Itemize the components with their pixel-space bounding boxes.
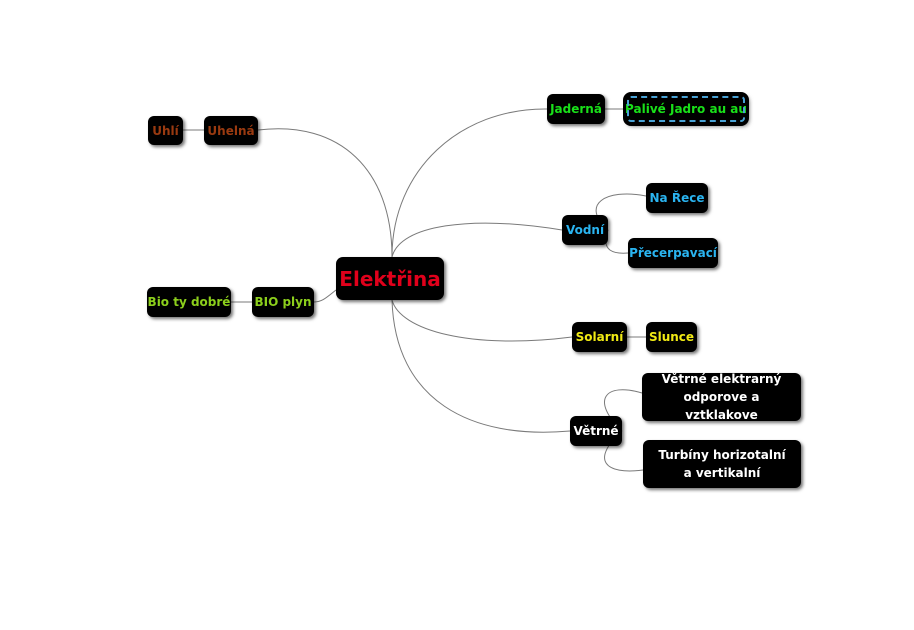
- node-label: Slunce: [648, 330, 695, 344]
- node-turbiny[interactable]: Turbíny horizotalní a vertikalní: [643, 440, 801, 488]
- node-precerpavaci[interactable]: Přecerpavací: [628, 238, 718, 268]
- node-bio-ty-dobre[interactable]: Bio ty dobré: [147, 287, 231, 317]
- link-root-jaderna: [391, 108, 548, 258]
- link-root-solarni: [391, 299, 573, 342]
- node-label: Větrné elektrarný odporove a vztklakove: [661, 372, 782, 422]
- node-label: Uhelná: [207, 123, 255, 138]
- node-label: Větrné: [573, 424, 619, 438]
- node-vetrne-elektrarny[interactable]: Větrné elektrarný odporove a vztklakove: [642, 372, 801, 422]
- node-label: Solarní: [575, 330, 624, 344]
- node-label: Turbíny horizotalní a vertikalní: [658, 448, 786, 480]
- root-node-label: Elektřina: [339, 266, 441, 291]
- node-solarni[interactable]: Solarní: [572, 322, 627, 352]
- link-root-vetrne: [391, 299, 571, 433]
- node-uhli[interactable]: Uhlí: [148, 116, 183, 145]
- node-label: Přecerpavací: [629, 246, 717, 260]
- node-label: Palivé Jadro au au: [625, 102, 747, 116]
- node-label: Bio ty dobré: [147, 295, 231, 309]
- node-uhelna[interactable]: Uhelná: [204, 116, 258, 145]
- node-label: Uhlí: [152, 123, 179, 138]
- link-root-bio-plyn: [313, 289, 337, 303]
- node-palive-jadro-selected[interactable]: Palivé Jadro au au: [625, 94, 747, 124]
- node-vodni[interactable]: Vodní: [562, 215, 608, 245]
- node-label: Vodní: [565, 223, 605, 237]
- node-bio-plyn[interactable]: BIO plyn: [252, 287, 314, 317]
- node-label: Jaderná: [550, 102, 602, 116]
- node-na-rece[interactable]: Na Řece: [646, 183, 708, 213]
- node-label: Na Řece: [649, 191, 705, 205]
- root-node-elektrina[interactable]: Elektřina: [336, 257, 444, 300]
- node-jaderna[interactable]: Jaderná: [547, 94, 605, 124]
- link-vodni-precerpavaci: [605, 229, 629, 254]
- link-root-vodni: [391, 222, 563, 258]
- link-root-uhelna: [257, 128, 393, 258]
- node-label: BIO plyn: [254, 295, 312, 309]
- node-slunce[interactable]: Slunce: [646, 322, 697, 352]
- node-vetrne[interactable]: Větrné: [570, 416, 622, 446]
